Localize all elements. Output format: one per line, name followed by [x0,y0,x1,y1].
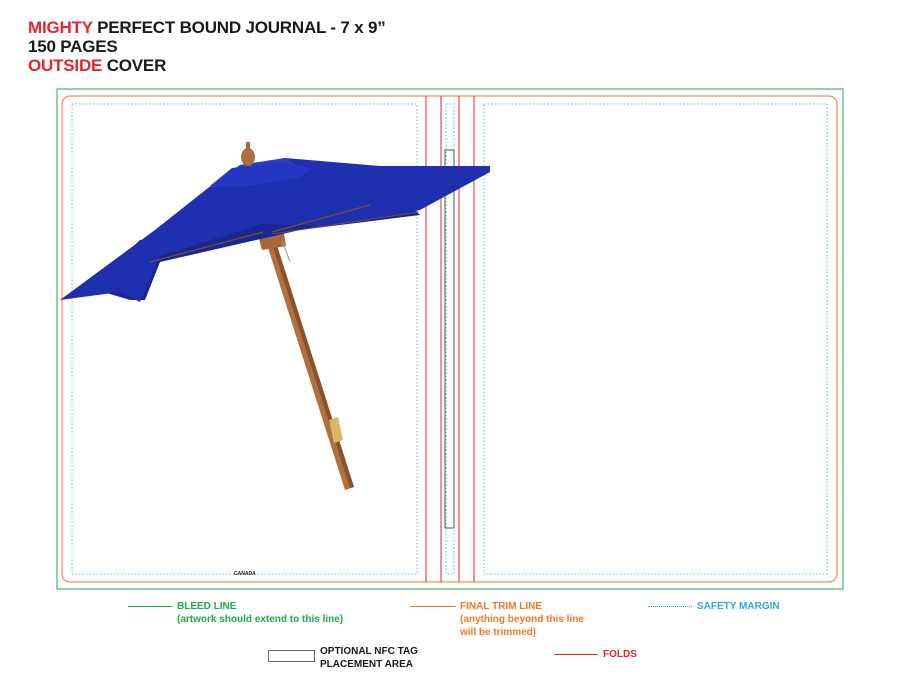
umbrella-artwork [60,142,490,490]
title-line-1: MIGHTY PERFECT BOUND JOURNAL - 7 x 9” [28,18,386,37]
umbrella-finial-tip [246,142,250,150]
nfc-area-swatch [268,650,315,662]
legend-bleed-line: BLEED LINE (artwork should extend to thi… [128,600,343,626]
trim-line-note-1: (anything beyond this line [460,614,584,625]
safety-margin-back [71,103,418,575]
bleed-line-note: (artwork should extend to this line) [177,614,344,625]
nfc-tag-area [444,149,455,529]
umbrella-cord [281,239,291,263]
trim-line-swatch [410,606,456,607]
legend-nfc-area: OPTIONAL NFC TAG PLACEMENT AREA [268,645,418,671]
pole-label: CANADA [234,571,256,577]
umbrella-pole-collar [329,417,343,443]
nfc-title-1: OPTIONAL NFC TAG [320,646,418,657]
trim-line-title: FINAL TRIM LINE [460,601,543,612]
umbrella-rib [271,204,371,233]
trim-line [61,95,838,583]
umbrella-rib [271,211,419,235]
umbrella-canopy [60,158,490,302]
title-line-2: 150 PAGES [28,37,118,56]
cover-side-highlight: OUTSIDE [28,56,103,75]
legend-trim-line: FINAL TRIM LINE (anything beyond this li… [410,600,584,639]
cover-side-text: COVER [102,56,167,75]
nfc-title-2: PLACEMENT AREA [320,659,413,670]
umbrella-pole-shade [268,230,354,488]
folds-swatch [554,654,598,655]
safety-margin-swatch [648,606,692,607]
title-highlight: MIGHTY [28,18,93,37]
safety-margin-title: SAFETY MARGIN [697,601,780,612]
umbrella-rib [149,231,264,263]
title-line-3: OUTSIDE COVER [28,56,386,75]
bleed-line [56,88,844,590]
bleed-line-swatch [128,606,172,607]
trim-line-note-2: will be trimmed) [460,627,537,638]
umbrella-finial [241,148,255,166]
legend-safety-margin: SAFETY MARGIN [648,600,780,613]
bleed-line-title: BLEED LINE [177,601,237,612]
safety-margin-front [483,103,828,575]
legend-folds: FOLDS [554,648,637,661]
folds-title: FOLDS [603,649,637,660]
umbrella-vent [210,162,312,186]
title-text: PERFECT BOUND JOURNAL - 7 x 9” [92,18,386,37]
page-title: MIGHTY PERFECT BOUND JOURNAL - 7 x 9” 15… [28,18,386,75]
